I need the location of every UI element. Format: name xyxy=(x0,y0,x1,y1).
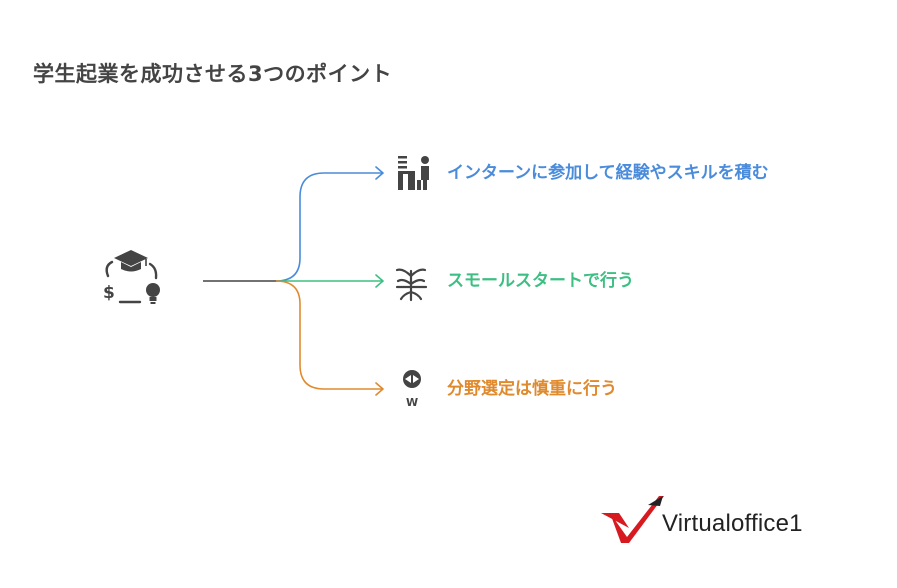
arrow-head-3 xyxy=(375,382,384,396)
arrow-head-2 xyxy=(375,274,384,288)
connector-lines xyxy=(203,166,384,396)
virtualoffice1-logo-mark xyxy=(601,496,664,543)
arrow-head-1 xyxy=(375,166,384,180)
svg-text:$: $ xyxy=(103,283,115,303)
branch-label-field-selection: 分野選定は慎重に行う xyxy=(447,379,617,399)
intern-desk-icon xyxy=(398,156,429,190)
sprout-icon xyxy=(395,268,428,302)
target-decision-icon: W xyxy=(403,370,421,409)
branch-connector-3 xyxy=(275,280,382,390)
branch-label-small-start: スモールスタートで行う xyxy=(447,271,634,291)
svg-text:W: W xyxy=(406,396,418,409)
page-title: 学生起業を成功させる3つのポイント xyxy=(33,62,393,86)
logo-text: Virtualoffice1 xyxy=(662,510,803,537)
branch-label-internship: インターンに参加して経験やスキルを積む xyxy=(447,163,769,183)
graduate-money-idea-icon: $ xyxy=(103,250,160,304)
branch-connector-1 xyxy=(275,172,382,282)
